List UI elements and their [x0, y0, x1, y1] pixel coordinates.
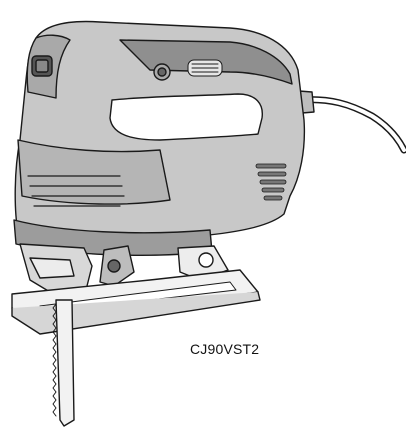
- side-ribs: [27, 175, 125, 207]
- rear-vent-slots: [255, 163, 287, 201]
- top-vent-grille: [187, 59, 223, 77]
- lower-front-panel: [17, 139, 171, 205]
- blade-teeth: [52, 303, 57, 417]
- model-label: CJ90VST2: [190, 341, 260, 357]
- saw-blade: [55, 299, 75, 427]
- handle-opening: [109, 93, 263, 141]
